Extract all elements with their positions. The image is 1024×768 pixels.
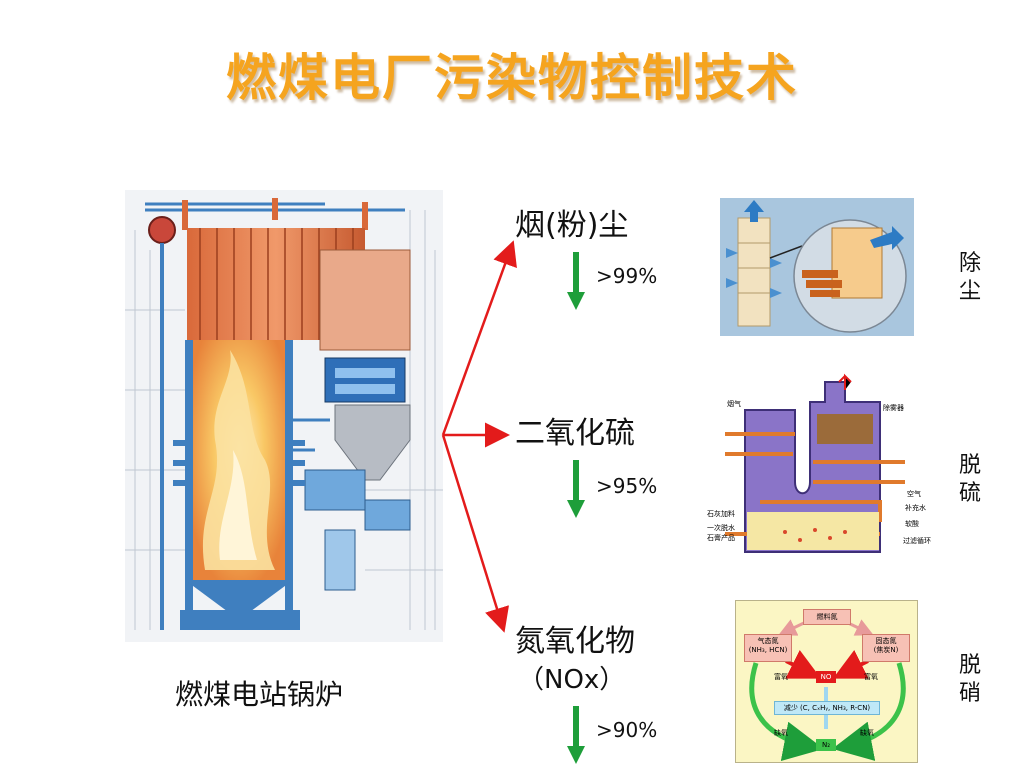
dust-reduction: >99% <box>596 264 658 288</box>
reduction-arrow-icon <box>567 252 585 310</box>
arrow-to-dust <box>441 240 517 436</box>
pollutant-so2-label: 二氧化硫 <box>515 416 635 451</box>
boiler-illustration <box>125 190 443 642</box>
so2-reduction: >95% <box>596 474 658 498</box>
dust-removal-illustration <box>720 198 914 336</box>
reduction-arrow-icon <box>567 706 585 764</box>
pollutant-nox-label: 氮氧化物 <box>515 624 635 659</box>
pollutant-dust-label: 烟(粉)尘 <box>515 208 629 243</box>
boiler-caption: 燃煤电站锅炉 <box>175 678 344 711</box>
pollutant-nox-formula: （NOx） <box>518 665 626 695</box>
method-dust-removal: 除 尘 <box>958 251 981 304</box>
nox-reduction: >90% <box>596 718 658 742</box>
denitrification-diagram: 燃料氮 气态氮(NH₃, HCN) 固态氮(焦炭N) 富氧 NO 富氧 减少 (… <box>735 600 918 763</box>
arrow-to-nox <box>441 434 509 633</box>
desulfurization-illustration: 烟气 除雾器 空气 石灰加料 补充水 一次脱水 软酸 石膏产品 过滤循环 <box>705 372 933 568</box>
method-desulfurization: 脱 硫 <box>958 453 981 506</box>
method-denitrification: 脱 硝 <box>958 653 981 706</box>
page-title: 燃煤电厂污染物控制技术 <box>226 49 798 107</box>
reduction-arrow-icon <box>567 460 585 518</box>
